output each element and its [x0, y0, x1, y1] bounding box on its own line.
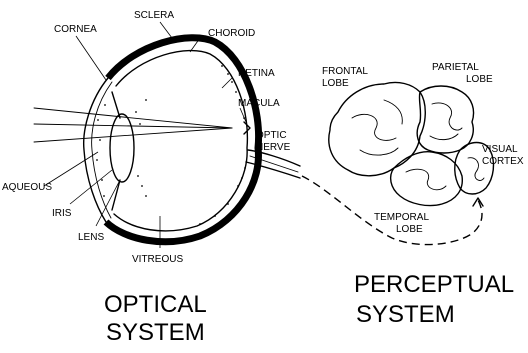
lens — [110, 114, 134, 182]
label-parietal-lobe-1: PARIETAL — [432, 62, 479, 73]
label-choroid: CHOROID — [208, 28, 255, 39]
label-lens: LENS — [78, 232, 104, 243]
label-iris: IRIS — [52, 208, 72, 219]
label-vitreous: VITREOUS — [132, 254, 183, 265]
label-optic-nerve-2: NERVE — [256, 142, 291, 153]
title-optical-2: SYSTEM — [106, 319, 205, 346]
label-temporal-lobe-1: TEMPORAL — [374, 212, 429, 223]
label-frontal-lobe-2: LOBE — [322, 78, 349, 89]
temporal-lobe — [391, 152, 463, 206]
label-optic-nerve-1: OPTIC — [256, 130, 287, 141]
label-parietal-lobe-2: LOBE — [466, 74, 493, 85]
brain-labels: FRONTAL LOBE PARIETAL LOBE VISUAL CORTEX… — [322, 62, 524, 235]
system-titles: OPTICAL SYSTEM PERCEPTUAL SYSTEM — [104, 271, 514, 346]
title-perceptual-2: SYSTEM — [356, 301, 455, 328]
label-visual-cortex-2: CORTEX — [482, 156, 524, 167]
label-sclera: SCLERA — [134, 10, 174, 21]
label-cornea: CORNEA — [54, 24, 97, 35]
leader-lines — [44, 22, 256, 248]
cornea-curve — [84, 78, 108, 222]
sclera-wall — [106, 38, 259, 242]
choroid-stipple — [199, 65, 246, 225]
label-retina: RETINA — [238, 68, 275, 79]
title-perceptual-1: PERCEPTUAL — [354, 271, 514, 298]
label-aqueous: AQUEOUS — [2, 182, 52, 193]
title-optical-1: OPTICAL — [104, 291, 207, 318]
label-macula: MACULA — [238, 98, 280, 109]
label-temporal-lobe-2: LOBE — [396, 224, 423, 235]
label-visual-cortex-1: VISUAL — [482, 144, 518, 155]
frontal-lobe — [329, 82, 425, 175]
brain-drawing — [329, 82, 494, 205]
label-frontal-lobe-1: FRONTAL — [322, 66, 368, 77]
parietal-lobe — [417, 86, 473, 153]
